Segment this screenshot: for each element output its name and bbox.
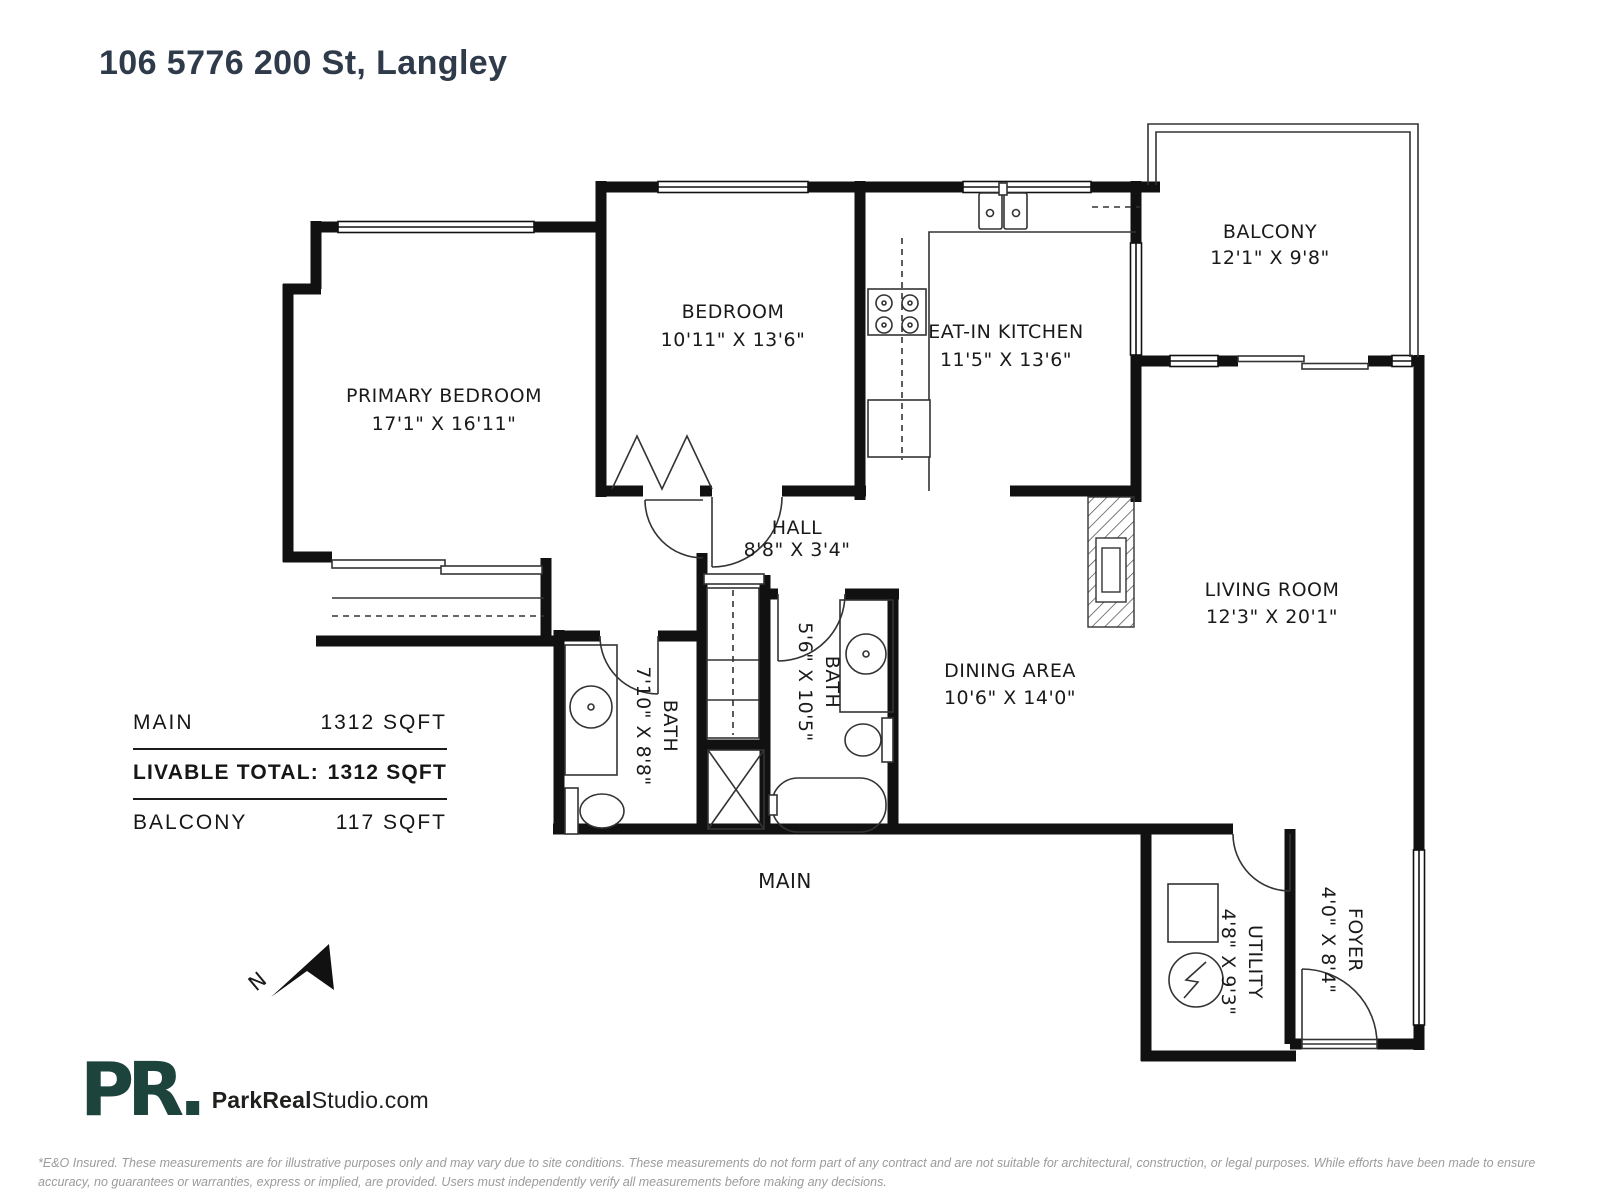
room-label-bath-1: BATH	[659, 700, 681, 752]
area-row-balcony: BALCONY 117 SQFT	[133, 798, 447, 848]
windows	[337, 180, 1426, 1026]
area-label: BALCONY	[133, 811, 248, 834]
room-label-kitchen: EAT-IN KITCHEN	[928, 321, 1083, 343]
area-label: MAIN	[133, 711, 194, 734]
bath-fixtures	[564, 573, 894, 835]
room-dims-balcony: 12'1" X 9'8"	[1210, 247, 1329, 269]
room-label-bath-2: BATH	[821, 656, 843, 708]
toilet-bowl	[579, 793, 625, 829]
shower-icon	[707, 749, 765, 830]
lightning-bolt-icon	[1183, 961, 1207, 999]
vanity-right	[839, 599, 894, 713]
room-dims-bath-1: 7'10" X 8'8"	[632, 666, 654, 785]
sink-icon	[845, 633, 887, 675]
page-title: 106 5776 200 St, Langley	[99, 44, 508, 82]
room-dims-primary-bedroom: 17'1" X 16'11"	[372, 413, 517, 435]
room-label-foyer: FOYER	[1344, 908, 1366, 972]
toilet-tank	[881, 717, 894, 763]
disclaimer-text: *E&O Insured. These measurements are for…	[38, 1156, 1536, 1190]
room-dims-bedroom: 10'11" X 13'6"	[661, 329, 806, 351]
room-dims-bath-2: 5'6" X 10'5"	[794, 622, 816, 741]
water-heater-box	[1167, 883, 1219, 943]
tub-faucet	[768, 794, 778, 816]
room-dims-kitchen: 11'5" X 13'6"	[940, 349, 1072, 371]
bedroom-bifold-closet	[611, 434, 713, 491]
hatched-chase	[1087, 496, 1135, 628]
north-label: N	[244, 967, 272, 996]
closet-door	[703, 573, 765, 585]
floor-label: MAIN	[758, 869, 812, 893]
park-real-studio-logo: PR. ParkRealStudio.com	[80, 1047, 429, 1133]
logo-monogram: PR.	[80, 1047, 207, 1133]
area-value: 1312 SQFT	[320, 711, 447, 734]
primary-closet	[331, 559, 544, 617]
area-value: 1312 SQFT	[327, 761, 447, 784]
area-row-livable-total: LIVABLE TOTAL: 1312 SQFT	[133, 748, 447, 798]
kitchen-fixtures	[867, 182, 1140, 491]
balcony-railing	[1147, 123, 1419, 357]
vanity-left	[564, 644, 618, 776]
stove-icon	[867, 288, 927, 336]
room-label-dining-area: DINING AREA	[944, 660, 1076, 682]
room-dims-hall: 8'8" X 3'4"	[744, 539, 851, 561]
toilet-tank	[564, 787, 579, 835]
north-arrow-icon: N	[244, 944, 334, 997]
area-row-main: MAIN 1312 SQFT	[133, 700, 447, 748]
area-label: LIVABLE TOTAL:	[133, 761, 319, 784]
walls	[282, 181, 1425, 1062]
room-dims-foyer: 4'0" X 8'4"	[1317, 887, 1339, 994]
utility-fixtures	[1167, 883, 1378, 1050]
closet-interior	[706, 587, 760, 739]
area-summary-table: MAIN 1312 SQFT LIVABLE TOTAL: 1312 SQFT …	[133, 700, 447, 848]
room-dims-living-room: 12'3" X 20'1"	[1206, 606, 1338, 628]
sink-icon	[569, 685, 613, 729]
room-label-bedroom: BEDROOM	[682, 301, 785, 323]
logo-wordmark: ParkRealStudio.com	[200, 1087, 429, 1124]
area-value: 117 SQFT	[335, 811, 447, 834]
room-label-balcony: BALCONY	[1223, 221, 1317, 243]
room-dims-utility: 4'8" X 9'3"	[1217, 909, 1239, 1016]
kitchen-sink-icon	[978, 182, 1028, 230]
wordmark-regular: Studio.com	[311, 1087, 429, 1114]
room-label-living-room: LIVING ROOM	[1205, 579, 1340, 601]
room-label-hall: HALL	[772, 517, 822, 539]
toilet-bowl	[844, 723, 882, 757]
room-label-primary-bedroom: PRIMARY BEDROOM	[346, 385, 542, 407]
room-dims-dining-area: 10'6" X 14'0"	[944, 687, 1076, 709]
sliding-door	[1237, 355, 1369, 370]
room-label-utility: UTILITY	[1244, 925, 1266, 999]
electrical-icon	[1168, 952, 1224, 1008]
fridge-icon	[867, 399, 931, 458]
wordmark-bold: ParkReal	[211, 1087, 312, 1114]
